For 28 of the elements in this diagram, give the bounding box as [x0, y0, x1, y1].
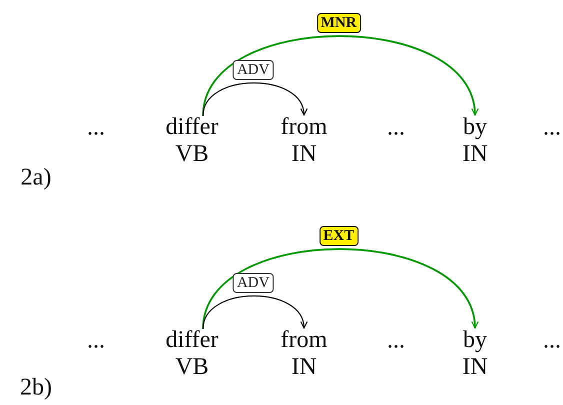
word: by — [462, 327, 488, 354]
pos-tag: VB — [166, 354, 218, 381]
text-label: ... — [87, 114, 105, 142]
dependency-arc — [202, 35, 478, 116]
text-label: 2b) — [20, 374, 52, 402]
word: differ — [166, 327, 218, 354]
pos-tag: IN — [280, 141, 328, 168]
word: from — [280, 114, 328, 141]
text-label: 2a) — [20, 164, 52, 192]
text-label: ... — [543, 328, 561, 354]
pos-tag: IN — [462, 141, 488, 168]
edge-label: ADV — [232, 272, 274, 293]
edge-label: MNR — [316, 13, 361, 34]
word: differ — [166, 114, 218, 141]
edge-label: ADV — [232, 60, 274, 80]
edge-label: EXT — [319, 226, 358, 246]
pos-tag: VB — [166, 141, 218, 168]
dependency-arc — [202, 248, 478, 330]
text-label: ... — [87, 328, 105, 354]
dependency-arc — [202, 295, 306, 330]
text-label: ... — [543, 114, 561, 142]
word: from — [280, 327, 328, 354]
word: by — [462, 114, 488, 141]
dependency-arc — [202, 82, 306, 116]
pos-tag: IN — [280, 354, 328, 381]
pos-tag: IN — [462, 354, 488, 381]
text-label: ... — [387, 328, 405, 354]
text-label: ... — [387, 114, 405, 142]
